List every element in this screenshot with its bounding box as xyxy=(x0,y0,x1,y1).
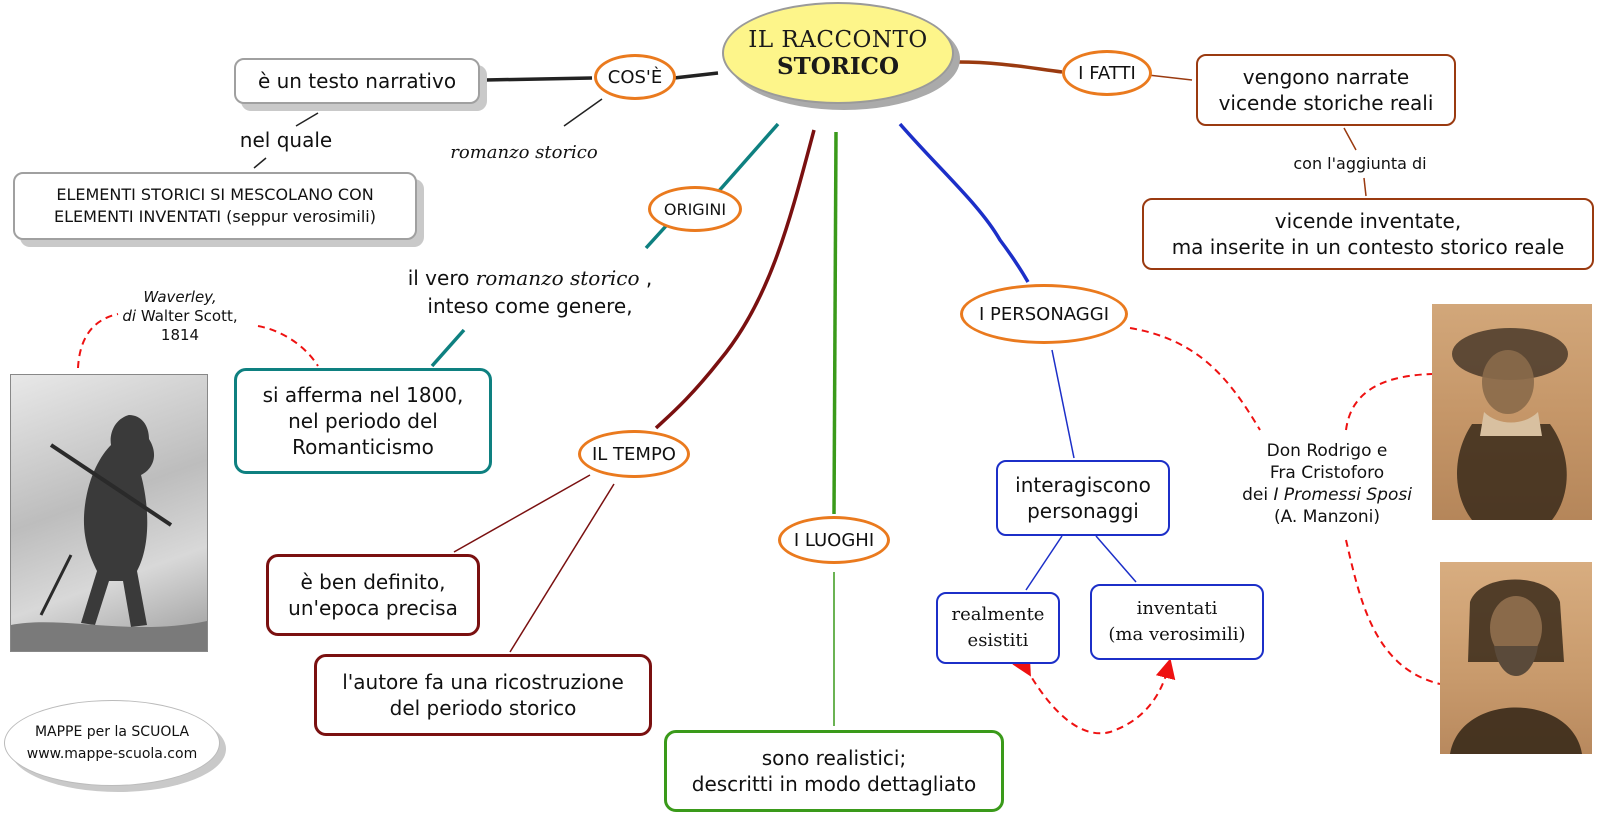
origini-intro-text: il vero romanzo storico , inteso come ge… xyxy=(380,264,680,320)
personaggi-node: I PERSONAGGI xyxy=(960,284,1128,344)
line-nelquale-detail xyxy=(253,157,267,169)
personaggi-item-box: interagiscono personaggi xyxy=(996,460,1170,536)
personaggi-item-text: interagiscono personaggi xyxy=(1015,473,1151,523)
highlander-figure-icon xyxy=(11,415,207,651)
waverley-caption-title: Waverley, xyxy=(143,288,217,306)
cose-definition-text: è un testo narrativo xyxy=(257,69,457,93)
line-item-sub2 xyxy=(1095,535,1137,583)
line-cose-note xyxy=(563,98,603,127)
personaggi-sub2-text: inventati (ma verosimili) xyxy=(1108,598,1246,645)
dashed-line-example-pic2 xyxy=(1345,539,1441,685)
cose-connector-text: nel quale xyxy=(239,128,333,152)
line-tempo-item1 xyxy=(453,474,591,553)
origini-result-text: si afferma nel 1800, nel periodo del Rom… xyxy=(262,383,464,459)
line-title-fatti xyxy=(957,60,1063,74)
cavalier-portrait-icon xyxy=(1452,328,1568,520)
dashed-line-waverley xyxy=(77,313,119,369)
line-item1-connector xyxy=(1343,127,1357,151)
waverley-caption: Waverley, di Walter Scott, 1814 xyxy=(100,288,260,345)
line-title-personaggi xyxy=(898,122,1030,283)
line-connector-item2 xyxy=(1363,177,1367,197)
line-definition-nelquale xyxy=(295,112,319,127)
tempo-node: IL TEMPO xyxy=(578,430,690,478)
dashed-line-waverley-box xyxy=(257,325,319,367)
title-line1: IL RACCONTO xyxy=(748,26,928,53)
origini-intro-part1: il vero xyxy=(407,266,476,290)
dashed-line-example-pic1 xyxy=(1345,373,1433,431)
personaggi-example-line1: Don Rodrigo e Fra Cristoforo dei xyxy=(1242,441,1388,505)
origini-result-box: si afferma nel 1800, nel periodo del Rom… xyxy=(234,368,492,474)
line-cose-definition xyxy=(484,76,593,82)
waverley-caption-di: di xyxy=(122,307,137,325)
origini-intro-italic: romanzo storico xyxy=(475,266,640,290)
personaggi-example-text: Don Rodrigo e Fra Cristoforo dei I Prome… xyxy=(1222,440,1432,528)
line-origini-intro xyxy=(644,224,668,250)
dashed-arrow-sub1-sub2 xyxy=(1012,654,1176,735)
footer-link[interactable]: www.mappe-scuola.com xyxy=(26,746,198,762)
personaggi-example-line2: (A. Manzoni) xyxy=(1273,507,1381,527)
tempo-item2-box: l'autore fa una ricostruzione del period… xyxy=(314,654,652,736)
cose-node: COS'È xyxy=(594,54,676,100)
tempo-item1-text: è ben definito, un'epoca precisa xyxy=(288,570,458,620)
origini-intro-part2: , inteso come genere, xyxy=(427,266,653,318)
line-tempo-item2 xyxy=(509,483,615,653)
fatti-item1-text: vengono narrate vicende storiche reali xyxy=(1218,65,1434,115)
fatti-item2-box: vicende inventate, ma inserite in un con… xyxy=(1142,198,1594,270)
line-title-luoghi xyxy=(832,131,838,515)
friar-portrait-icon xyxy=(1450,579,1582,754)
waverley-illustration xyxy=(10,374,208,652)
line-title-tempo xyxy=(654,129,816,430)
tempo-item2-text: l'autore fa una ricostruzione del period… xyxy=(342,670,624,720)
line-item-sub1 xyxy=(1025,535,1063,591)
personaggi-sub2-box: inventati (ma verosimili) xyxy=(1090,584,1264,660)
line-intro-result xyxy=(430,328,466,368)
fatti-item1-box: vengono narrate vicende storiche reali xyxy=(1196,54,1456,126)
dashed-line-personaggi-example xyxy=(1129,327,1261,431)
tempo-item1-box: è ben definito, un'epoca precisa xyxy=(266,554,480,636)
footer-line1: MAPPE per la SCUOLA xyxy=(34,724,190,740)
line-title-origini xyxy=(716,122,780,194)
waverley-caption-rest: Walter Scott, 1814 xyxy=(140,307,238,344)
personaggi-sub1-box: realmente esistiti xyxy=(936,592,1060,664)
fatti-item2-text: vicende inventate, ma inserite in un con… xyxy=(1171,209,1565,259)
fatti-node: I FATTI xyxy=(1062,50,1152,96)
line-fatti-item1 xyxy=(1147,74,1193,81)
personaggi-example-italic: I Promessi Sposi xyxy=(1273,485,1412,505)
title-node: IL RACCONTO STORICO xyxy=(722,2,954,104)
luoghi-node: I LUOGHI xyxy=(778,516,890,564)
cose-detail-box: ELEMENTI STORICI SI MESCOLANO CON ELEMEN… xyxy=(13,172,417,240)
luoghi-item-box: sono realistici; descritti in modo detta… xyxy=(664,730,1004,812)
luoghi-item-text: sono realistici; descritti in modo detta… xyxy=(691,746,977,796)
title-line2: STORICO xyxy=(777,52,899,80)
fra-cristoforo-portrait xyxy=(1440,562,1592,754)
origini-node: ORIGINI xyxy=(648,186,742,232)
personaggi-sub1-text: realmente esistiti xyxy=(951,604,1045,651)
footer-oval: MAPPE per la SCUOLA www.mappe-scuola.com xyxy=(4,700,220,786)
cose-note-text: romanzo storico xyxy=(450,142,598,163)
fatti-connector-text: con l'aggiunta di xyxy=(1293,154,1427,173)
line-personaggi-item xyxy=(1051,349,1075,459)
line-title-cose xyxy=(673,71,719,80)
don-rodrigo-portrait xyxy=(1432,304,1592,520)
cose-detail-text: ELEMENTI STORICI SI MESCOLANO CON ELEMEN… xyxy=(54,185,376,226)
cose-definition-box: è un testo narrativo xyxy=(234,58,480,104)
